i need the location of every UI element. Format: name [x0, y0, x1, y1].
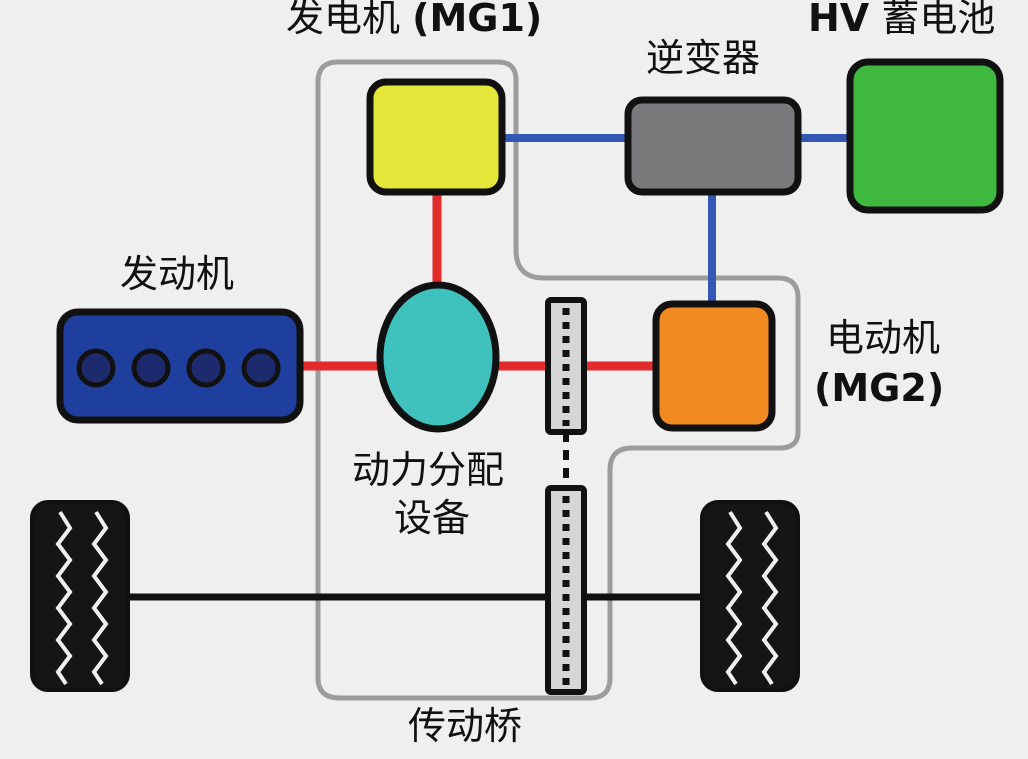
- generator-mg1-block: [366, 78, 506, 196]
- left-wheel: [30, 500, 130, 692]
- battery-label-prefix: HV: [808, 0, 870, 40]
- transaxle-label: 传动桥: [408, 704, 523, 748]
- motor-label-line1: 电动机: [826, 316, 941, 360]
- right-wheel: [700, 500, 800, 692]
- power-split-device: [376, 281, 500, 433]
- left-wheel-tread-1: [55, 510, 73, 686]
- generator-label-code: (MG1): [412, 0, 543, 40]
- right-wheel-tread-2: [761, 510, 779, 686]
- hv-battery-block: [846, 58, 1004, 214]
- motor-mg2-block: [652, 300, 776, 432]
- generator-label-prefix: 发电机: [286, 0, 401, 40]
- inverter-block: [624, 96, 802, 196]
- left-wheel-tread-2: [91, 510, 109, 686]
- power-split-label-line1: 动力分配: [352, 448, 505, 492]
- lower-reduction-gear: [545, 485, 587, 695]
- motor-label-line2: (MG2): [814, 366, 944, 412]
- right-wheel-tread-1: [725, 510, 743, 686]
- engine-block: [56, 308, 304, 424]
- transaxle-housing-outline: [315, 59, 801, 701]
- battery-label: HV 蓄电池: [808, 0, 995, 42]
- engine-cylinder-3: [186, 348, 226, 388]
- engine-cylinder-4: [241, 348, 281, 388]
- engine-cylinder-2: [131, 348, 171, 388]
- engine-label: 发动机: [120, 252, 235, 296]
- power-split-label-line2: 设备: [394, 496, 471, 540]
- motor-label-code: (MG2): [814, 366, 945, 410]
- engine-cylinder-1: [76, 348, 116, 388]
- generator-label: 发电机 (MG1): [286, 0, 542, 42]
- inverter-label: 逆变器: [646, 36, 761, 80]
- battery-label-suffix: 蓄电池: [881, 0, 996, 40]
